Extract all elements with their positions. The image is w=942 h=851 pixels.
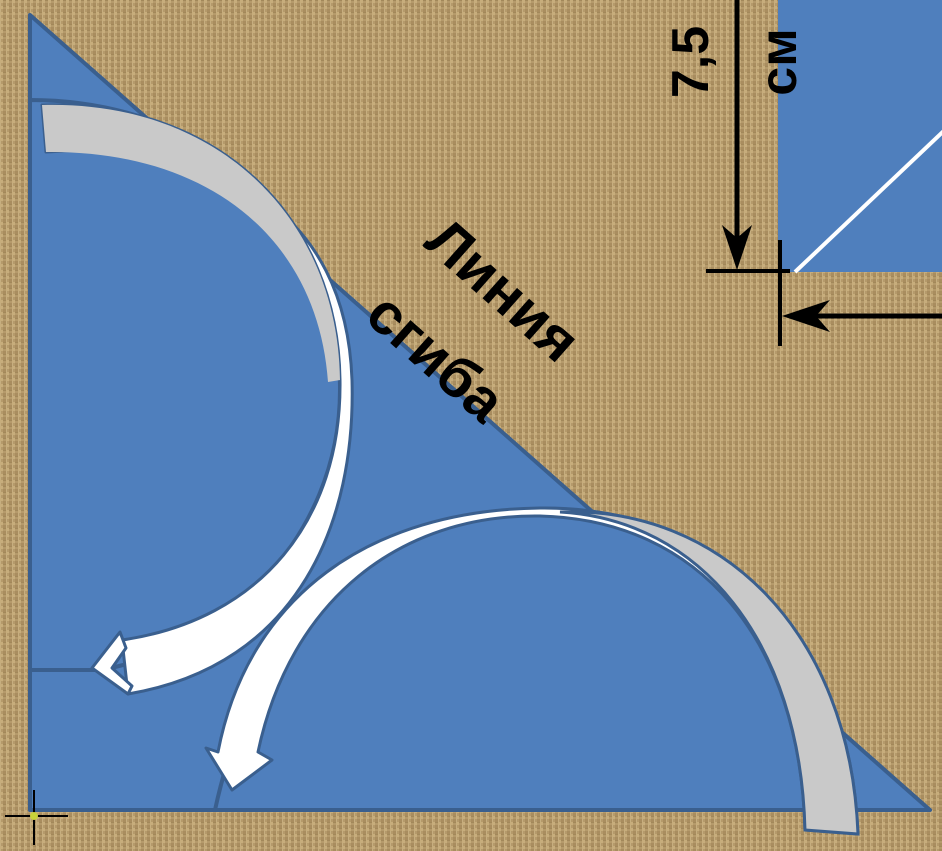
dimension-unit: см	[750, 28, 808, 95]
horizontal-dimension-arrow-icon	[778, 240, 942, 346]
dimension-arrow-icon	[706, 0, 790, 273]
curved-fold-arrow-icon-upper	[40, 103, 354, 696]
crosshair-marker-icon	[5, 790, 68, 845]
paper-square	[778, 0, 942, 272]
dimension-value: 7,5	[662, 26, 720, 98]
curved-fold-arrow-icon-lower	[204, 506, 860, 836]
square-diagonal-line	[793, 129, 942, 274]
